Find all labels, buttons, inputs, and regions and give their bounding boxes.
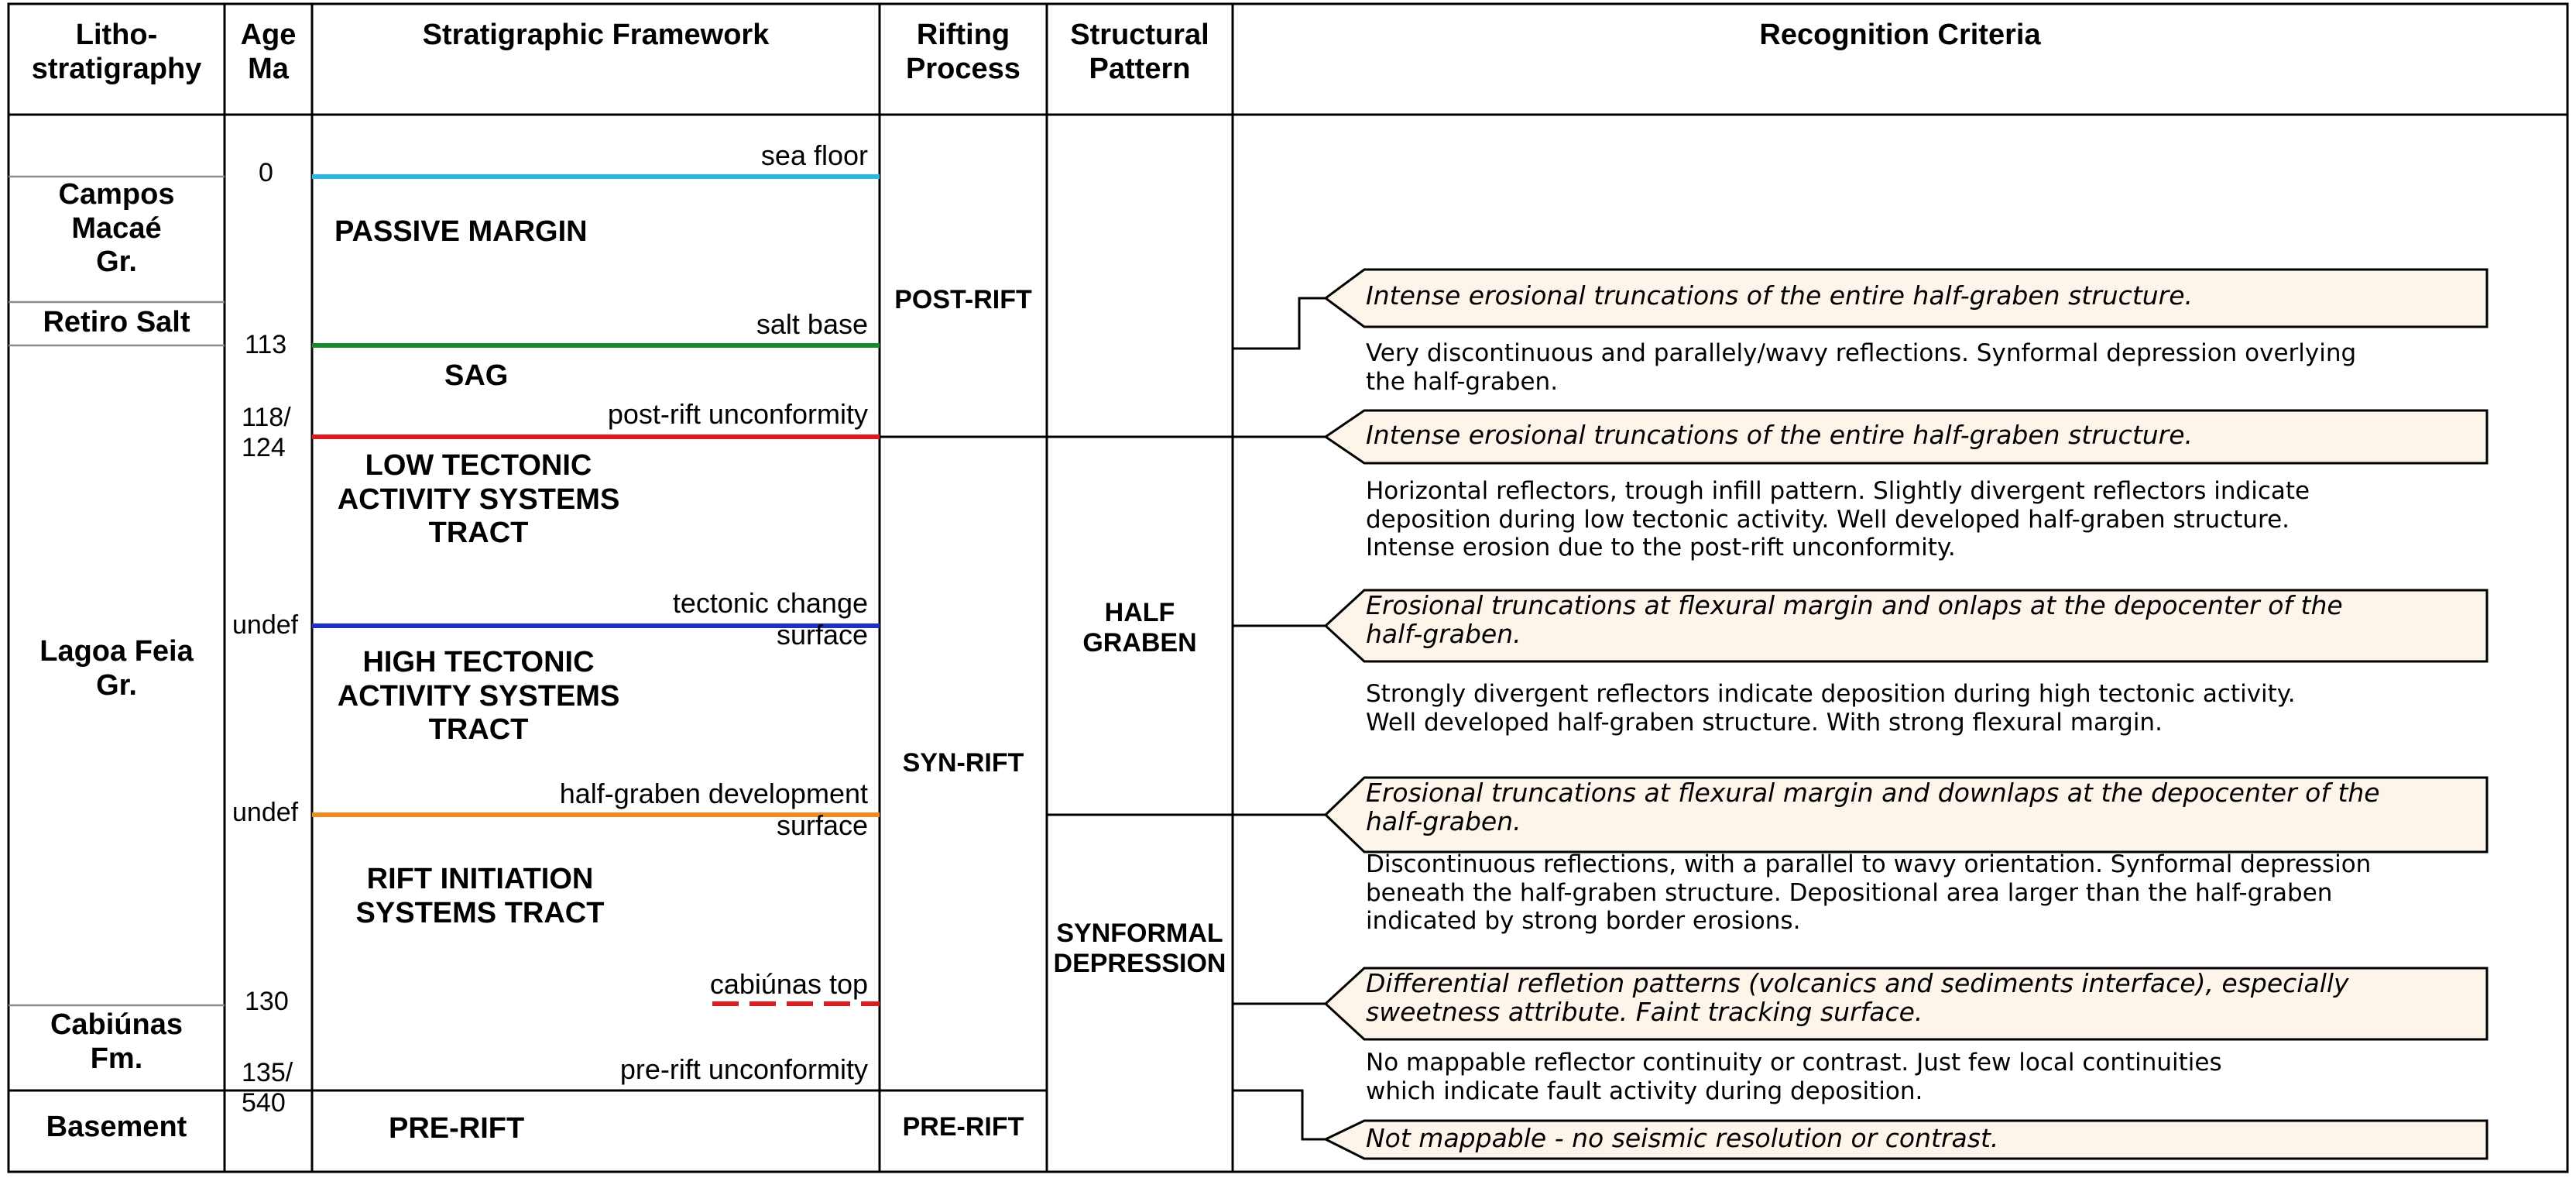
age-undef-1: undef	[232, 610, 299, 640]
callout-shape-5	[1323, 967, 2489, 1041]
callout-shape-2	[1323, 409, 2489, 465]
leader-1	[1233, 297, 1326, 350]
callout-text-3: Erosional truncations at flexural margin…	[1366, 590, 2343, 649]
description-high-tectonic: Strongly divergent reflectors indicate d…	[1366, 680, 2296, 737]
structural-synformal-depression: SYNFORMAL DEPRESSION	[1053, 919, 1226, 979]
callout-text-5: Differential refletion patterns (volcani…	[1366, 968, 2349, 1027]
tract-rift-initiation: RIFT INITIATION SYSTEMS TRACT	[355, 863, 605, 929]
callout-shape-3	[1323, 589, 2489, 663]
tract-sag: SAG	[444, 359, 509, 392]
tract-low-tectonic: LOW TECTONIC ACTIVITY SYSTEMS TRACT	[337, 449, 620, 550]
rifting-syn-rift: SYN-RIFT	[902, 748, 1024, 778]
surface-salt-base: salt base	[756, 308, 868, 340]
rifting-post-rift: POST-RIFT	[894, 285, 1032, 314]
litho-cabiunas: Cabiúnas Fm.	[50, 1008, 184, 1075]
outer-frame	[7, 2, 2569, 1173]
callout-text-4: Erosional truncations at flexural margin…	[1366, 778, 2380, 836]
surface-half-graben: half-graben development surface	[559, 778, 868, 842]
callout-text-1: Intense erosional truncations of the ent…	[1366, 280, 2194, 311]
litho-campos-macae: Campos Macaé Gr.	[58, 178, 175, 279]
leader-6	[1233, 1089, 1326, 1141]
age-undef-2: undef	[232, 798, 299, 827]
description-pre-rift: No mappable reflector continuity or cont…	[1366, 1049, 2222, 1105]
surface-cabiunas-top: cabiúnas top	[709, 968, 868, 1000]
age-118-124: 118/ 124	[242, 403, 291, 463]
structural-half-graben: HALF GRABEN	[1082, 598, 1197, 658]
litho-retiro-salt: Retiro Salt	[43, 306, 190, 338]
age-130: 130	[245, 987, 289, 1016]
callout-text-6: Not mappable - no seismic resolution or …	[1366, 1123, 1999, 1153]
description-low-tectonic: Horizontal reflectors, trough infill pat…	[1366, 477, 2310, 562]
header-structural: Structural Pattern	[1070, 19, 1209, 85]
tract-high-tectonic: HIGH TECTONIC ACTIVITY SYSTEMS TRACT	[337, 646, 620, 747]
tract-pre-rift: PRE-RIFT	[389, 1112, 525, 1145]
description-sag: Very discontinuous and parallely/wavy re…	[1366, 339, 2357, 396]
age-113: 113	[245, 330, 287, 359]
tract-passive-margin: PASSIVE MARGIN	[334, 215, 588, 248]
rifting-pre-rift: PRE-RIFT	[902, 1112, 1024, 1142]
age-135-540: 135/ 540	[242, 1058, 293, 1118]
litho-lagoa-feia: Lagoa Feia Gr.	[39, 635, 194, 702]
callout-shape-4	[1323, 776, 2489, 853]
surface-sea-floor: sea floor	[760, 139, 868, 171]
surface-post-rift-unconformity: post-rift unconformity	[607, 398, 868, 430]
description-rift-initiation: Discontinuous reflections, with a parall…	[1366, 850, 2372, 936]
callout-shape-1	[1323, 268, 2489, 328]
header-rifting: Rifting Process	[906, 19, 1020, 85]
age-0: 0	[259, 158, 273, 187]
callout-text-2: Intense erosional truncations of the ent…	[1366, 420, 2194, 450]
surface-pre-rift-unconformity: pre-rift unconformity	[619, 1053, 868, 1085]
litho-basement: Basement	[46, 1111, 187, 1143]
header-criteria: Recognition Criteria	[1759, 19, 2041, 51]
header-framework: Stratigraphic Framework	[422, 19, 770, 51]
header-age: Age Ma	[240, 19, 297, 85]
header-lithostratigraphy: Litho- stratigraphy	[31, 19, 202, 85]
surface-tectonic-change: tectonic change surface	[672, 587, 868, 651]
callout-shape-6	[1322, 1119, 2489, 1160]
